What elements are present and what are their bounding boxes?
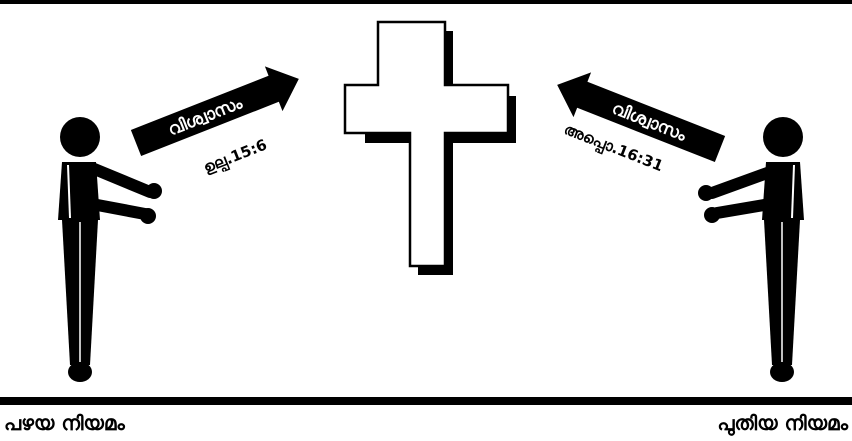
hand bbox=[140, 208, 156, 224]
lower-arm bbox=[92, 204, 145, 214]
hand bbox=[704, 207, 720, 223]
upper-arm bbox=[712, 172, 770, 193]
left-person-figure bbox=[58, 117, 162, 382]
left-faith-arrow: വിശ്വാസം bbox=[127, 57, 307, 166]
top-border-line bbox=[0, 0, 852, 4]
foot bbox=[68, 362, 92, 382]
cross-body bbox=[345, 22, 508, 266]
lower-arm bbox=[717, 204, 770, 213]
upper-arm bbox=[92, 168, 150, 192]
bottom-divider-line bbox=[0, 397, 852, 405]
new-testament-caption: പുതിയ നിയമം bbox=[717, 410, 848, 436]
old-testament-caption: പഴയ നിയമം bbox=[4, 410, 125, 436]
head bbox=[763, 117, 803, 157]
foot bbox=[770, 362, 794, 382]
hand bbox=[698, 185, 714, 201]
scripture-reference-left: ഉല്പ.15:6 bbox=[201, 136, 271, 180]
head bbox=[60, 117, 100, 157]
cross-icon bbox=[345, 22, 516, 275]
hand bbox=[146, 183, 162, 199]
